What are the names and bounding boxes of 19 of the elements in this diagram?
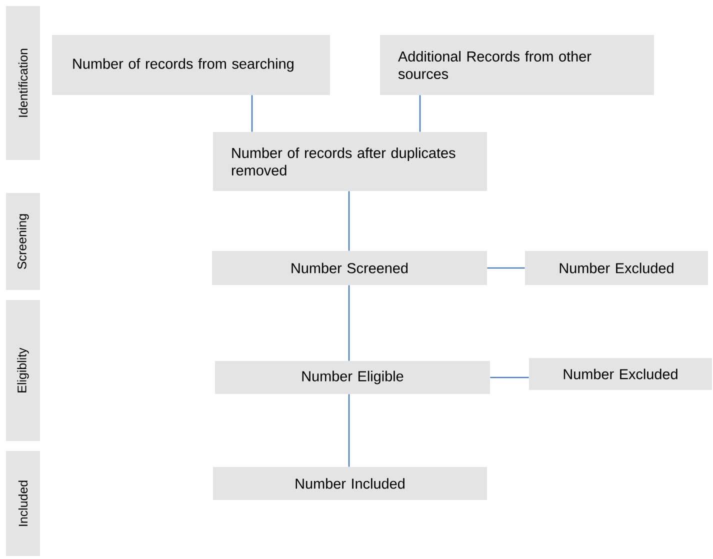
connector-line	[490, 376, 529, 378]
process-box: Number Included	[213, 467, 487, 500]
stage-band: Eligiblity	[6, 300, 40, 441]
process-box: Number Screened	[212, 251, 487, 285]
connector-line	[487, 267, 525, 269]
process-box: Number Excluded	[525, 251, 708, 285]
stage-band: Included	[6, 451, 40, 556]
process-box: Additional Records from other sources	[380, 35, 654, 95]
connector-line	[348, 191, 350, 251]
process-box: Number Excluded	[529, 358, 712, 390]
process-box: Number of records from searching	[52, 35, 330, 95]
stage-band: Screening	[6, 193, 40, 290]
connector-line	[251, 95, 253, 132]
connector-line	[348, 394, 350, 467]
connector-line	[419, 95, 421, 132]
connector-line	[348, 285, 350, 361]
process-box: Number of records after duplicates removed	[213, 132, 487, 191]
process-box: Number Eligible	[215, 361, 490, 394]
stage-band: Identification	[6, 6, 40, 160]
